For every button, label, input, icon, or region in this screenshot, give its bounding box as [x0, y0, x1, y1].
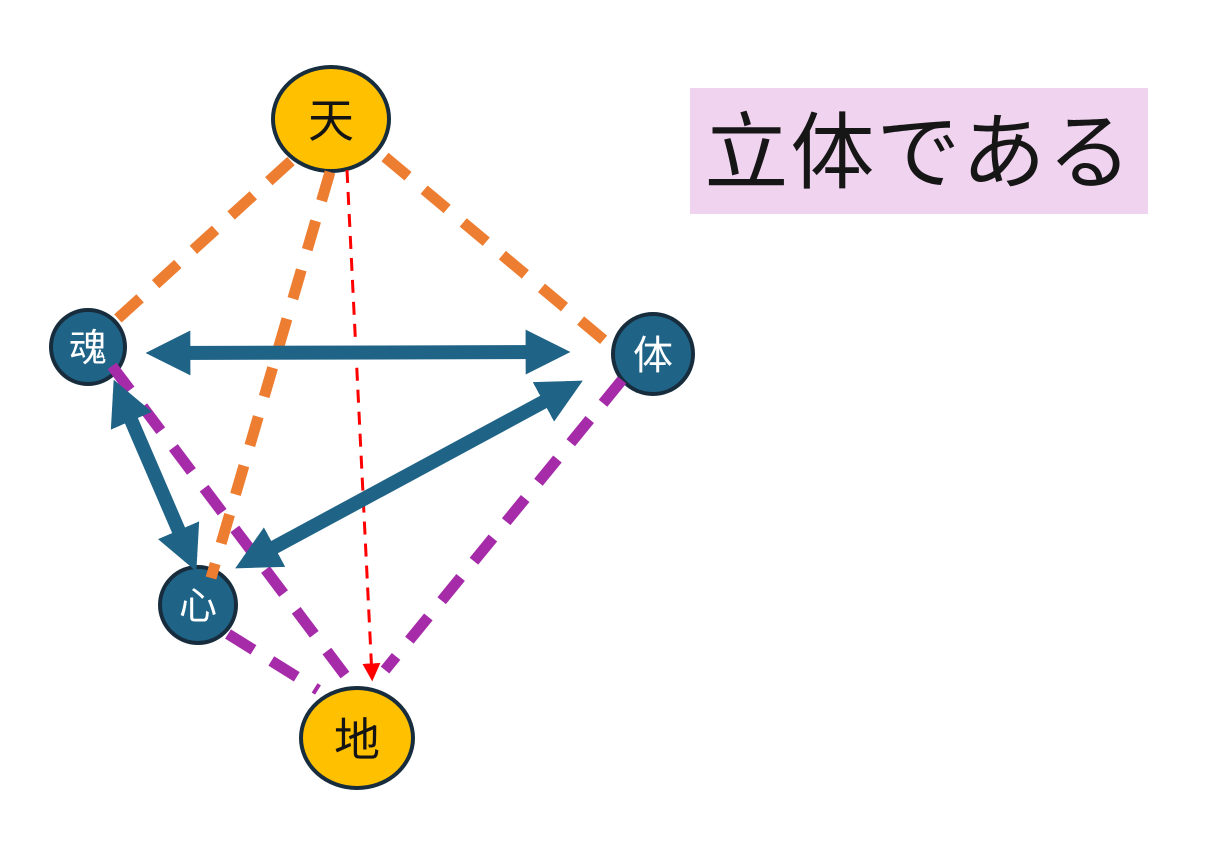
node-soul [49, 308, 127, 386]
node-body-label: 体 [633, 334, 673, 378]
node-soul-label: 魂 [69, 328, 107, 370]
arrow-soul-mind [110, 379, 200, 572]
edge-mind-earth [225, 629, 321, 695]
title-box [690, 88, 1148, 214]
arrow-soul-body [145, 329, 571, 376]
node-heaven-label: 天 [308, 95, 354, 147]
page-title: 立体である [704, 104, 1133, 202]
edge-heaven-earth-arrow [345, 169, 381, 682]
edge-heaven-body [381, 152, 615, 351]
node-mind-label: 心 [179, 586, 217, 628]
arrow-mind-body [235, 380, 583, 569]
node-body [611, 312, 695, 396]
edge-heaven-soul [110, 156, 295, 327]
node-earth-label: 地 [334, 714, 380, 766]
edge-heaven-mind [205, 170, 336, 580]
node-heaven [271, 65, 391, 173]
node-earth [299, 686, 415, 790]
